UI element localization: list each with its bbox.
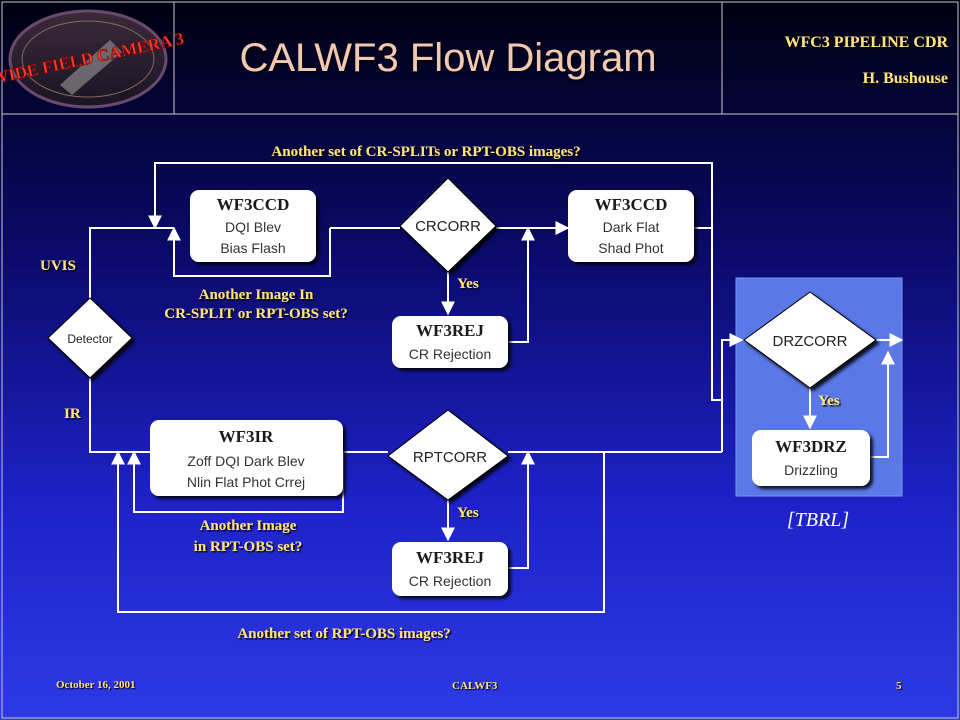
wf3drz-box: WF3DRZ Drizzling [752, 430, 870, 486]
page-title: CALWF3 Flow Diagram [239, 36, 656, 80]
inner-loop-line [167, 226, 331, 277]
another-rpt-label-1: Another Image [200, 518, 297, 534]
svg-text:Drizzling: Drizzling [784, 462, 838, 478]
top-loop-label: Another set of CR-SPLITs or RPT-OBS imag… [271, 144, 580, 160]
ir-main-line [89, 376, 150, 453]
svg-text:WF3DRZ: WF3DRZ [775, 437, 847, 456]
another-image-label-1: Another Image In [199, 287, 314, 303]
rptcorr-diamond: RPTCORR [387, 409, 509, 501]
svg-text:Shad Phot: Shad Phot [598, 240, 663, 256]
svg-text:Detector: Detector [67, 332, 112, 346]
svg-text:DRZCORR: DRZCORR [773, 333, 848, 350]
to-drzcorr [721, 333, 744, 452]
svg-text:Dark Flat: Dark Flat [603, 219, 660, 235]
svg-text:WF3REJ: WF3REJ [416, 548, 485, 567]
svg-text:RPTCORR: RPTCORR [413, 449, 487, 466]
svg-text:WF3REJ: WF3REJ [416, 321, 485, 340]
detector-diamond: Detector [47, 297, 133, 379]
wfc3-logo: WIDE FIELD CAMERA 3 [0, 9, 186, 109]
connectors [89, 162, 904, 613]
svg-text:CR Rejection: CR Rejection [409, 573, 491, 589]
ir-label: IR [64, 406, 81, 422]
uvis-label: UVIS [40, 258, 76, 274]
crcorr-diamond: CRCORR [399, 177, 497, 273]
svg-text:Zoff DQI Dark Blev: Zoff DQI Dark Blev [187, 453, 304, 469]
svg-text:CR Rejection: CR Rejection [409, 346, 491, 362]
page-number: 5 [896, 680, 902, 692]
footer-date: October 16, 2001 [56, 679, 136, 691]
another-image-label-2: CR-SPLIT or RPT-OBS set? [164, 306, 348, 322]
wf3ir-box: WF3IR Zoff DQI Dark Blev Nlin Flat Phot … [150, 420, 343, 496]
drzcorr-diamond: DRZCORR [743, 291, 877, 389]
svg-text:WF3IR: WF3IR [219, 427, 275, 446]
top-loop-line [148, 162, 713, 230]
svg-text:WF3CCD: WF3CCD [595, 195, 668, 214]
uvis-main-line [89, 227, 174, 300]
svg-text:Bias Flash: Bias Flash [220, 240, 285, 256]
rej2-return [508, 450, 535, 569]
yes-label-drz: Yes [818, 393, 840, 409]
yes-label-cr: Yes [457, 276, 479, 292]
author-name: H. Bushouse [863, 70, 948, 87]
another-rpt-label-2: in RPT-OBS set? [194, 539, 303, 555]
bottom-loop-line [111, 450, 605, 613]
svg-text:DQI Blev: DQI Blev [225, 219, 281, 235]
drz-return [870, 350, 895, 458]
yes-label-rpt: Yes [457, 505, 479, 521]
wf3rej-box-2: WF3REJ CR Rejection [392, 542, 508, 596]
svg-text:WF3CCD: WF3CCD [217, 195, 290, 214]
svg-text:Nlin Flat Phot Crrej: Nlin Flat Phot Crrej [187, 474, 305, 490]
wf3ccd-box-2: WF3CCD Dark Flat Shad Phot [568, 190, 694, 262]
flow-labels: Another set of CR-SPLITs or RPT-OBS imag… [40, 144, 849, 642]
wf3ccd-box-1: WF3CCD DQI Blev Bias Flash [190, 190, 316, 262]
bottom-loop-label: Another set of RPT-OBS images? [237, 626, 450, 642]
footer-center: CALWF3 [452, 680, 498, 692]
tbrl-label: [TBRL] [787, 509, 849, 531]
svg-text:CRCORR: CRCORR [415, 218, 481, 235]
rej1-return [508, 226, 535, 343]
wf3rej-box-1: WF3REJ CR Rejection [392, 316, 508, 368]
course-title: WFC3 PIPELINE CDR [784, 34, 948, 51]
ccd2-to-exit [694, 227, 723, 452]
